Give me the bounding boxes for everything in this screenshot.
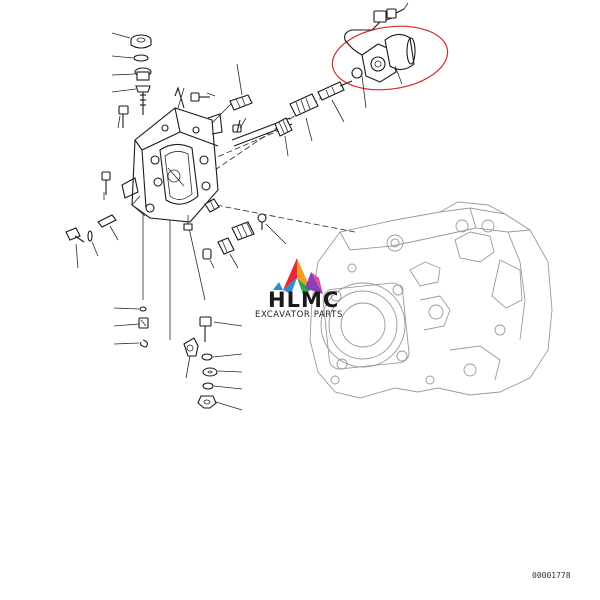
top-center-screws (190, 92, 247, 133)
side-plug (204, 198, 220, 213)
highlight-ellipse (331, 25, 449, 91)
lever-and-washers (183, 316, 243, 411)
left-fasteners (65, 171, 119, 269)
middle-small-parts (183, 213, 287, 269)
hlmc-logo-mark (273, 258, 323, 294)
drawing-number: 00001778 (532, 571, 571, 580)
pump-housing (309, 201, 553, 399)
spool-assembly (231, 80, 353, 157)
solenoid-assembly (331, 2, 449, 109)
valve-body (121, 107, 223, 223)
threaded-plug (229, 63, 253, 111)
brand-tagline: EXCAVATOR PARTS (255, 310, 343, 320)
top-left-parts (111, 32, 185, 129)
bottom-left-parts (113, 306, 149, 348)
